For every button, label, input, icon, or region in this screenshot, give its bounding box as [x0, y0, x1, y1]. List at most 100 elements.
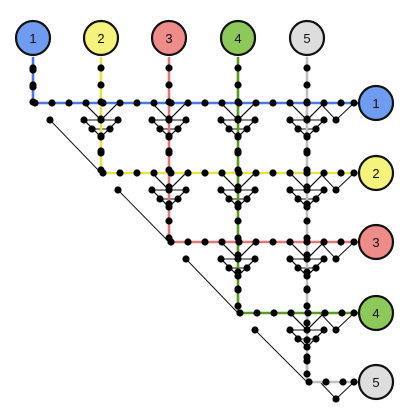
lattice-edge: [185, 258, 239, 314]
terminal-right-label: 3: [372, 235, 379, 250]
terminal-top-circle: [150, 19, 188, 57]
junction-dot: [234, 183, 242, 191]
junction-dot: [270, 309, 278, 317]
junction-dot: [234, 251, 242, 259]
terminal-right-circle: [357, 294, 395, 332]
junction-dot: [234, 200, 242, 208]
terminal-top-1: 1: [14, 19, 52, 57]
junction-dot: [234, 234, 242, 242]
junction-layer: [29, 64, 358, 403]
junction-dot: [332, 186, 340, 194]
terminal-right-circle: [357, 154, 395, 192]
junction-dot: [116, 99, 124, 107]
junction-dot: [320, 99, 328, 107]
terminal-top-circle: [288, 19, 326, 57]
junction-dot: [234, 132, 242, 140]
lattice-edge: [117, 189, 170, 243]
junction-dot: [165, 166, 173, 174]
junction-dot: [320, 116, 328, 124]
lattice-edge: [319, 312, 337, 331]
junction-dot: [148, 186, 156, 194]
junction-dot: [217, 186, 225, 194]
junction-dot: [303, 183, 311, 191]
terminal-top-label: 3: [165, 31, 172, 46]
junction-dot: [201, 169, 209, 177]
junction-dot: [332, 326, 340, 334]
lattice-edge: [335, 172, 355, 191]
junction-dot: [253, 309, 261, 317]
junction-dot: [80, 116, 88, 124]
junction-dot: [133, 169, 141, 177]
junction-dot: [286, 99, 294, 107]
junction-dot: [286, 116, 294, 124]
terminal-right-label: 1: [372, 96, 379, 111]
junction-dot: [234, 217, 242, 225]
terminal-top-2: 2: [82, 19, 120, 57]
junction-dot: [234, 149, 242, 157]
junction-dot: [332, 116, 340, 124]
junction-dot: [165, 115, 173, 123]
junction-dot: [116, 169, 124, 177]
junction-dot: [337, 169, 345, 177]
terminal-top-label: 2: [97, 31, 104, 46]
junction-dot: [252, 238, 260, 246]
junction-dot: [217, 116, 225, 124]
terminal-top-5: 5: [288, 19, 326, 57]
junction-dot: [29, 98, 37, 106]
lattice-edge: [49, 119, 102, 174]
junction-dot: [174, 125, 182, 133]
terminal-right-label: 5: [372, 375, 379, 390]
junction-dot: [114, 116, 122, 124]
junction-dot: [303, 370, 311, 378]
junction-dot: [286, 186, 294, 194]
junction-dot: [82, 99, 90, 107]
junction-dot: [332, 395, 340, 403]
junction-dot: [29, 83, 37, 91]
junction-dot: [303, 217, 311, 225]
junction-dot: [286, 169, 294, 177]
junction-dot: [165, 64, 173, 72]
junction-dot: [217, 255, 225, 263]
junction-dot: [97, 98, 105, 106]
junction-dot: [234, 166, 242, 174]
junction-dot: [184, 238, 192, 246]
junction-dot: [165, 81, 173, 89]
route-path-5: [305, 57, 358, 384]
route-path-2: [99, 57, 358, 175]
junction-dot: [184, 99, 192, 107]
junction-dot: [165, 234, 173, 242]
terminal-right-2: 2: [357, 154, 395, 192]
junction-dot: [251, 255, 259, 263]
junction-dot: [234, 98, 242, 106]
junction-dot: [350, 169, 358, 177]
junction-dot: [303, 251, 311, 259]
junction-dot: [303, 353, 311, 361]
terminal-right-4: 4: [357, 294, 395, 332]
junction-dot: [201, 99, 209, 107]
junction-dot: [243, 195, 251, 203]
junction-dot: [332, 255, 340, 263]
junction-dot: [303, 234, 311, 242]
lattice-edge: [335, 312, 355, 331]
junction-dot: [97, 81, 105, 89]
junction-dot: [165, 98, 173, 106]
junction-dot: [320, 255, 328, 263]
junction-dot: [303, 319, 311, 327]
junction-dot: [303, 268, 311, 276]
junction-dot: [303, 98, 311, 106]
junction-dot: [269, 238, 277, 246]
junction-dot: [294, 195, 302, 203]
route-path-1: [31, 57, 358, 105]
terminal-top-label: 1: [29, 31, 36, 46]
junction-dot: [46, 116, 54, 124]
junction-dot: [97, 149, 105, 157]
junction-dot: [312, 125, 320, 133]
junction-dot: [225, 125, 233, 133]
junction-dot: [294, 125, 302, 133]
junction-dot: [286, 326, 294, 334]
junction-dot: [234, 115, 242, 123]
junction-dot: [303, 64, 311, 72]
junction-dot: [350, 309, 358, 317]
junction-dot: [294, 264, 302, 272]
